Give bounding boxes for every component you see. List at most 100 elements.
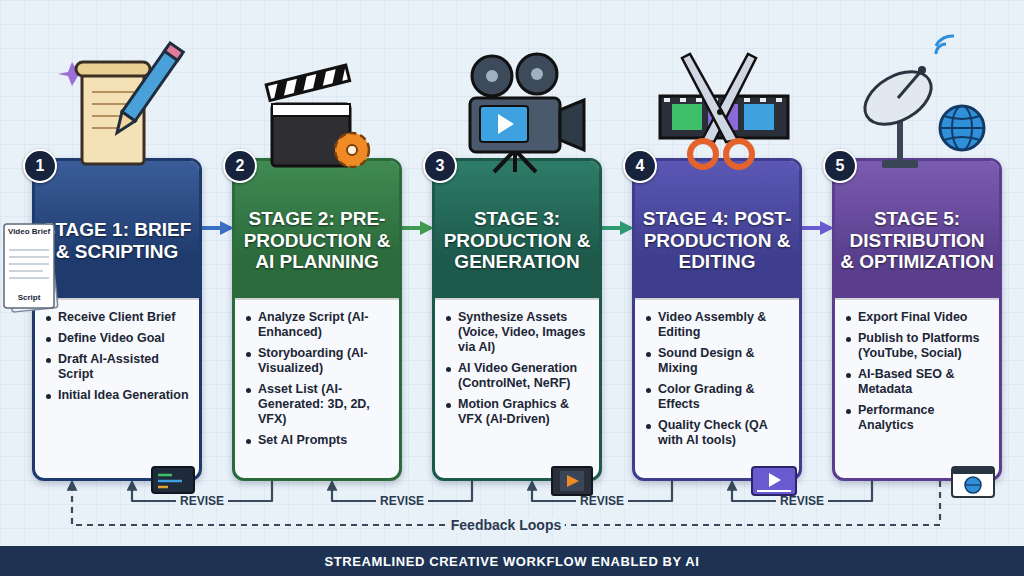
bullet-text: Define Video Goal — [58, 331, 191, 346]
bullet-item: Sound Design & Mixing — [645, 346, 791, 376]
stage-number: 5 — [823, 149, 857, 183]
bullet-dot — [846, 373, 851, 378]
bullet-text: Motion Graphics & VFX (AI-Driven) — [458, 397, 591, 427]
bullet-dot — [46, 358, 51, 363]
bullet-item: Analyze Script (AI-Enhanced) — [245, 310, 391, 340]
bullet-item: Draft AI-Assisted Script — [45, 352, 191, 382]
bullet-dot — [646, 352, 651, 357]
stage-header: STAGE 4: POST-PRODUCTION & EDITING — [635, 161, 799, 298]
stage-header: STAGE 3: PRODUCTION & GENERATION — [435, 161, 599, 298]
satellite-globe-icon — [856, 36, 984, 168]
bullet-dot — [46, 337, 51, 342]
caption-text: STREAMLINED CREATIVE WORKFLOW ENABLED BY… — [324, 554, 699, 569]
bullet-item: Motion Graphics & VFX (AI-Driven) — [445, 397, 591, 427]
bullet-dot — [46, 316, 51, 321]
stage-title: STAGE 5: DISTRIBUTION & OPTIMIZATION — [840, 208, 994, 274]
paper-label: Script — [4, 294, 54, 303]
bullet-text: Sound Design & Mixing — [658, 346, 791, 376]
revise-label: REVISE — [176, 494, 228, 508]
stage-body: Export Final VideoPublish to Platforms (… — [835, 298, 999, 478]
stage-number: 3 — [423, 149, 457, 183]
stage-number: 1 — [23, 149, 57, 183]
bullet-dot — [46, 394, 51, 399]
stage-header: STAGE 1: BRIEF & SCRIPTING — [35, 161, 199, 298]
bullet-dot — [846, 337, 851, 342]
flow-arrow — [802, 226, 831, 230]
stage-title: STAGE 4: POST-PRODUCTION & EDITING — [640, 208, 794, 274]
bullet-item: Color Grading & Effects — [645, 382, 791, 412]
bullet-text: Set AI Prompts — [258, 433, 391, 448]
bullet-item: Asset List (AI-Generated: 3D, 2D, VFX) — [245, 382, 391, 427]
bullet-text: Asset List (AI-Generated: 3D, 2D, VFX) — [258, 382, 391, 427]
bullet-text: AI-Based SEO & Metadata — [858, 367, 991, 397]
stage-card: 4STAGE 4: POST-PRODUCTION & EDITINGVideo… — [632, 158, 802, 481]
caption-banner: STREAMLINED CREATIVE WORKFLOW ENABLED BY… — [0, 546, 1024, 576]
clapperboard-gear-icon — [266, 65, 369, 167]
stage-title: STAGE 1: BRIEF & SCRIPTING — [40, 219, 194, 263]
stage-body: Synthesize Assets (Voice, Video, Images … — [435, 298, 599, 478]
bullet-text: Video Assembly & Editing — [658, 310, 791, 340]
bullet-item: Define Video Goal — [45, 331, 191, 346]
stage-body: Receive Client BriefDefine Video GoalDra… — [35, 298, 199, 478]
revise-label: REVISE — [776, 494, 828, 508]
bullet-dot — [646, 316, 651, 321]
bullet-dot — [246, 439, 251, 444]
stage-number: 4 — [623, 149, 657, 183]
bullet-item: Synthesize Assets (Voice, Video, Images … — [445, 310, 591, 355]
bullet-dot — [446, 316, 451, 321]
bullet-text: Draft AI-Assisted Script — [58, 352, 191, 382]
bullet-dot — [846, 316, 851, 321]
bullet-item: Set AI Prompts — [245, 433, 391, 448]
bullet-dot — [646, 424, 651, 429]
bullet-item: Performance Analytics — [845, 403, 991, 433]
stage-card: 3STAGE 3: PRODUCTION & GENERATIONSynthes… — [432, 158, 602, 481]
bullet-item: Storyboarding (AI-Visualized) — [245, 346, 391, 376]
feedback-label: Feedback Loops — [447, 517, 565, 533]
bullet-text: Performance Analytics — [858, 403, 991, 433]
paper-label: Video Brief — [4, 228, 54, 237]
stage-header: STAGE 2: PRE-PRODUCTION & AI PLANNING — [235, 161, 399, 298]
stage-number: 2 — [223, 149, 257, 183]
stage-title: STAGE 2: PRE-PRODUCTION & AI PLANNING — [240, 208, 394, 274]
bullet-item: Video Assembly & Editing — [645, 310, 791, 340]
camera-icon — [470, 54, 584, 172]
stage-body: Video Assembly & EditingSound Design & M… — [635, 298, 799, 478]
bullet-dot — [246, 388, 251, 393]
stage-header: STAGE 5: DISTRIBUTION & OPTIMIZATION — [835, 161, 999, 298]
bullet-text: Receive Client Brief — [58, 310, 191, 325]
bullet-text: Publish to Platforms (YouTube, Social) — [858, 331, 991, 361]
bullet-item: Quality Check (QA with AI tools) — [645, 418, 791, 448]
bullet-text: AI Video Generation (ControlNet, NeRF) — [458, 361, 591, 391]
revise-label: REVISE — [376, 494, 428, 508]
flow-arrow — [602, 226, 631, 230]
bullet-item: AI Video Generation (ControlNet, NeRF) — [445, 361, 591, 391]
stage-card: 2STAGE 2: PRE-PRODUCTION & AI PLANNINGAn… — [232, 158, 402, 481]
bullet-item: Export Final Video — [845, 310, 991, 325]
bullet-text: Analyze Script (AI-Enhanced) — [258, 310, 391, 340]
stage-title: STAGE 3: PRODUCTION & GENERATION — [440, 208, 594, 274]
bullet-dot — [446, 403, 451, 408]
bullet-item: Receive Client Brief — [45, 310, 191, 325]
bullet-dot — [646, 388, 651, 393]
bullet-text: Synthesize Assets (Voice, Video, Images … — [458, 310, 591, 355]
bullet-text: Storyboarding (AI-Visualized) — [258, 346, 391, 376]
bullet-dot — [246, 316, 251, 321]
bullet-dot — [846, 409, 851, 414]
bullet-item: AI-Based SEO & Metadata — [845, 367, 991, 397]
bullet-text: Export Final Video — [858, 310, 991, 325]
flow-arrow — [202, 226, 231, 230]
scroll-pen-icon — [58, 43, 183, 164]
bullet-text: Quality Check (QA with AI tools) — [658, 418, 791, 448]
stage-card: 5STAGE 5: DISTRIBUTION & OPTIMIZATIONExp… — [832, 158, 1002, 481]
revise-label: REVISE — [576, 494, 628, 508]
bullet-text: Initial Idea Generation — [58, 388, 191, 403]
bullet-dot — [246, 352, 251, 357]
bullet-item: Initial Idea Generation — [45, 388, 191, 403]
flow-arrow — [402, 226, 431, 230]
scissors-film-icon — [660, 54, 788, 167]
bullet-dot — [446, 367, 451, 372]
bullet-item: Publish to Platforms (YouTube, Social) — [845, 331, 991, 361]
bullet-text: Color Grading & Effects — [658, 382, 791, 412]
stage-card: 1STAGE 1: BRIEF & SCRIPTINGReceive Clien… — [32, 158, 202, 481]
stage-body: Analyze Script (AI-Enhanced) Storyboardin… — [235, 298, 399, 478]
